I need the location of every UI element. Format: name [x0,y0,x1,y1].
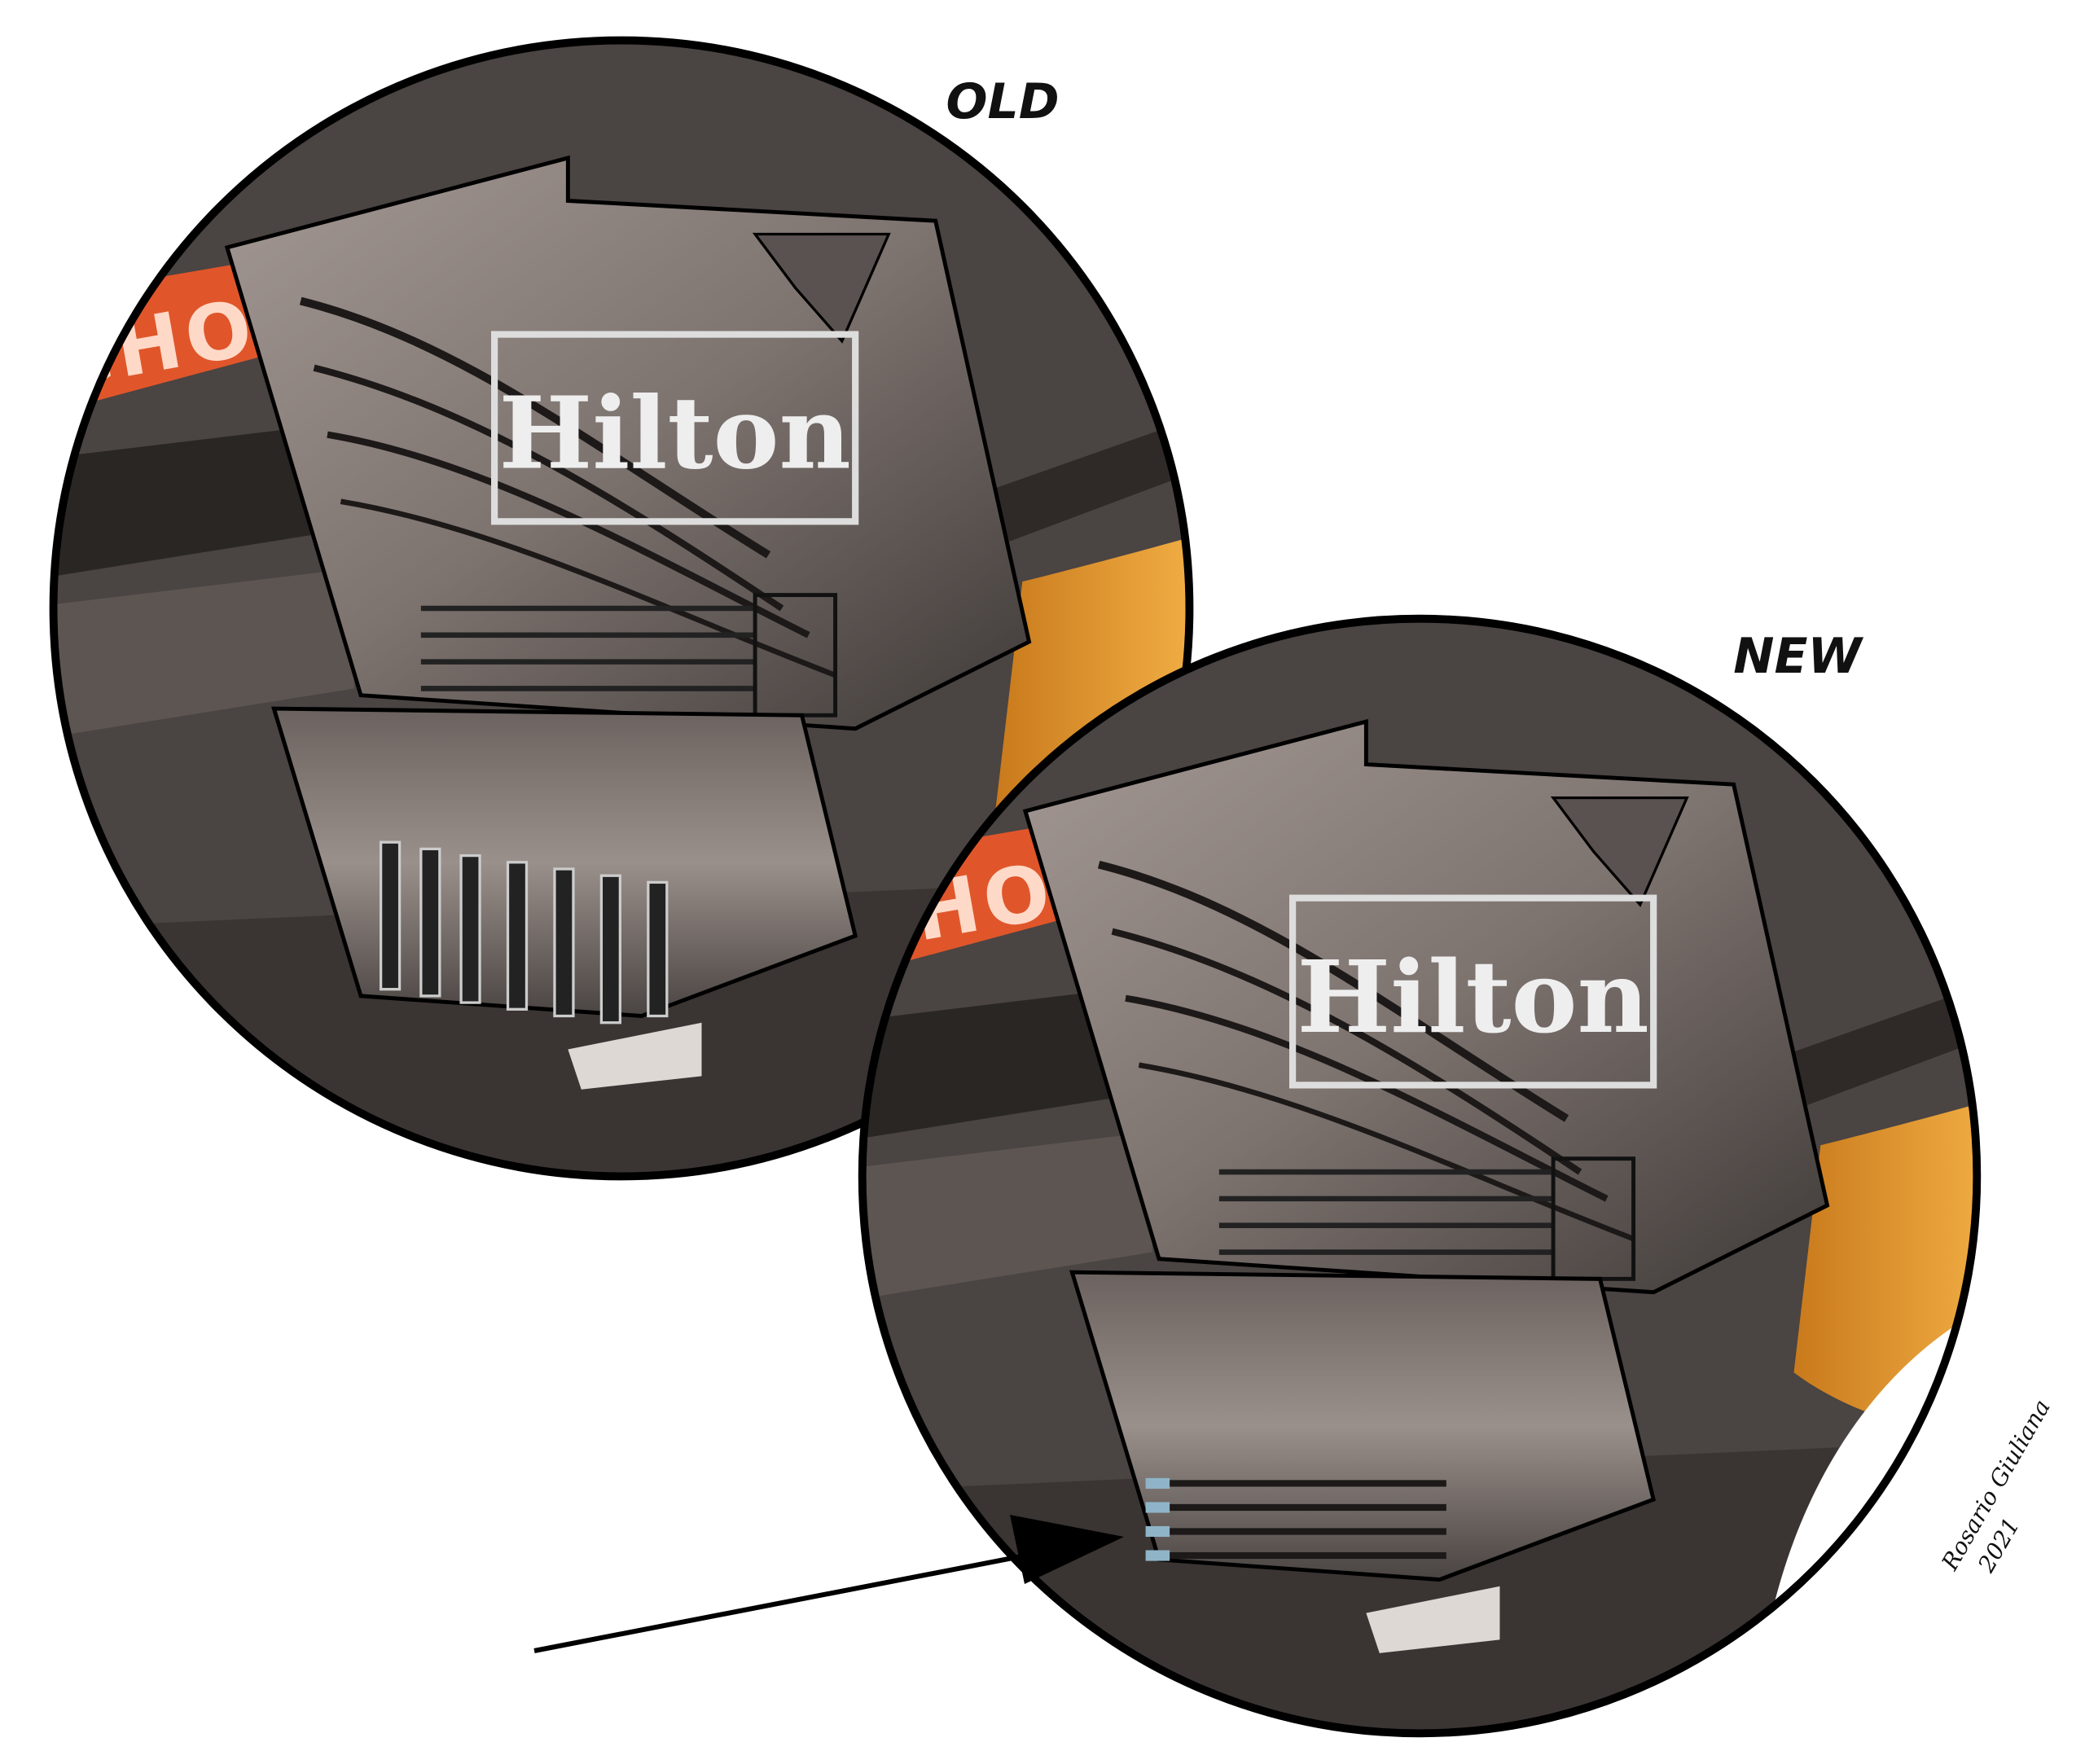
highlighted-slot-leading-edges [1145,1477,1170,1561]
old-circle-frame [49,36,1194,1181]
arrow-pointer [533,1515,1124,1653]
new-label: NEW [1733,628,1863,685]
logo-box [1289,894,1657,1089]
sponsor-logo: Hilton [1297,939,1648,1055]
horizontal-slots [1152,1480,1446,1560]
logo-box [491,331,859,525]
sponsor-logo: Hilton [498,375,850,492]
new-circle-frame [858,614,1982,1738]
old-label: OLD [946,73,1059,130]
old-detail-view: CHOCOLATE Hilton [49,36,1194,1181]
artist-signature: Rosario Giuliana 2021 [1936,1395,2056,1578]
vertical-louvres [379,840,669,1025]
